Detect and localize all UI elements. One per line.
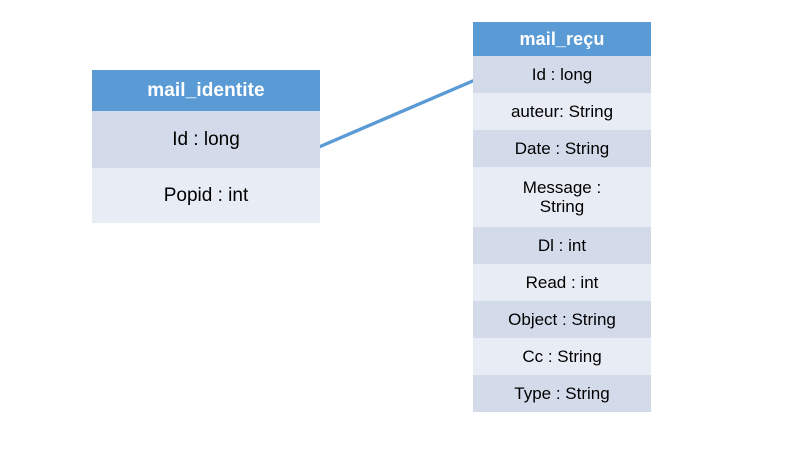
entity-mail-recu-field-id: Id : long	[473, 56, 651, 93]
entity-mail-recu-field-auteur: auteur: String	[473, 93, 651, 130]
entity-mail-recu-title: mail_reçu	[473, 22, 651, 56]
entity-mail-recu-field-object: Object : String	[473, 301, 651, 338]
entity-mail-identite[interactable]: mail_identite Id : long Popid : int	[92, 70, 320, 223]
relationship-line	[318, 78, 476, 149]
entity-mail-recu-field-date: Date : String	[473, 130, 651, 167]
entity-mail-recu[interactable]: mail_reçu Id : long auteur: String Date …	[473, 22, 651, 412]
entity-mail-recu-field-message: Message : String	[473, 167, 651, 227]
entity-mail-recu-field-dl: Dl : int	[473, 227, 651, 264]
entity-mail-identite-field-popid: Popid : int	[92, 168, 320, 223]
entity-mail-recu-field-cc: Cc : String	[473, 338, 651, 375]
entity-mail-identite-title: mail_identite	[92, 70, 320, 111]
entity-mail-recu-field-message-line1: Message :	[522, 177, 602, 197]
entity-mail-recu-field-message-line2: String	[539, 197, 585, 216]
entity-mail-recu-field-type: Type : String	[473, 375, 651, 412]
entity-mail-recu-field-read: Read : int	[473, 264, 651, 301]
entity-mail-identite-field-id: Id : long	[92, 111, 320, 168]
